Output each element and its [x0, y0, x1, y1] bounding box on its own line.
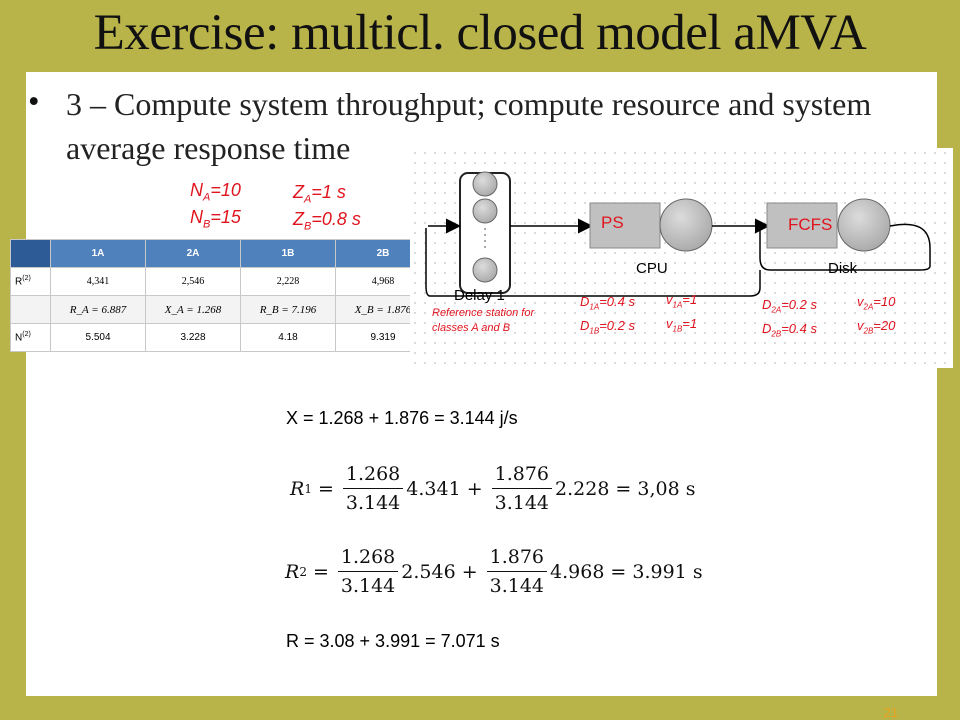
reference-station-note: Reference station for classes A and B — [432, 307, 535, 334]
demand-d1b: D1B=0.2 s — [580, 318, 635, 336]
network-svg — [425, 171, 931, 297]
table-corner — [10, 239, 51, 268]
disk-loop — [759, 223, 931, 271]
disk-label: Disk — [828, 260, 858, 277]
cpu-server-circle — [659, 198, 713, 252]
table-cell: 4,341 — [50, 267, 146, 296]
table-cell: X_B = 1.876 — [335, 295, 431, 324]
table-cell: 2,546 — [145, 267, 241, 296]
param-za: ZA=1 s — [293, 182, 346, 206]
bullet-text: 3 – Compute system throughput; compute r… — [66, 86, 872, 166]
table-cell: R_A = 6.887 — [50, 295, 146, 324]
table-cell: 4.18 — [240, 323, 336, 352]
row-label-r: R(2) — [10, 267, 51, 296]
delay-server-circle — [472, 171, 498, 197]
visits-v2a: v2A=10 — [857, 294, 896, 312]
table-cell: R_B = 7.196 — [240, 295, 336, 324]
throughput-equation: X = 1.268 + 1.876 = 3.144 j/s — [286, 408, 518, 428]
table-cell: 5.504 — [50, 323, 146, 352]
disk-server-circle — [837, 198, 891, 252]
cpu-queue — [589, 202, 661, 249]
table-header: 1B — [240, 239, 336, 268]
mva-results-table: 1A 2A 1B 2B R(2) 4,341 2,546 2,228 4,968… — [10, 239, 431, 352]
row-label-n: N(2) — [10, 323, 51, 352]
demand-d2b: D2B=0.4 s — [762, 321, 817, 339]
slide-title: Exercise: multicl. closed model aMVA — [93, 5, 867, 61]
response-time-equation: R = 3.08 + 3.991 = 7.071 s — [286, 631, 500, 651]
queueing-network-diagram: PS FCFS CPU Disk Delay 1 Reference stati… — [410, 148, 953, 368]
return-loop — [425, 228, 761, 297]
cpu-policy: PS — [601, 213, 624, 232]
delay-label: Delay 1 — [454, 287, 505, 304]
cpu-label: CPU — [636, 260, 668, 277]
visits-v1b: v1B=1 — [666, 316, 698, 334]
table-cell: 2,228 — [240, 267, 336, 296]
param-zb: ZB=0.8 s — [293, 209, 361, 233]
delay-server-circle — [472, 198, 498, 224]
param-nb: NB=15 — [190, 207, 241, 231]
demand-d1a: D1A=0.4 s — [580, 294, 635, 312]
table-header: 2A — [145, 239, 241, 268]
disk-queue — [766, 202, 838, 249]
table-cell: 3.228 — [145, 323, 241, 352]
bullet-marker: • — [28, 84, 40, 120]
page-number: 21 — [883, 705, 898, 720]
visits-v1a: v1A=1 — [666, 292, 698, 310]
demand-d2a: D2A=0.2 s — [762, 297, 817, 315]
param-na: NA=10 — [190, 180, 241, 204]
table-cell: X_A = 1.268 — [145, 295, 241, 324]
table-header: 1A — [50, 239, 146, 268]
disk-policy: FCFS — [788, 215, 833, 234]
row-label-empty — [10, 295, 51, 324]
delay-server-circle — [472, 257, 498, 283]
visits-v2b: v2B=20 — [857, 318, 896, 336]
